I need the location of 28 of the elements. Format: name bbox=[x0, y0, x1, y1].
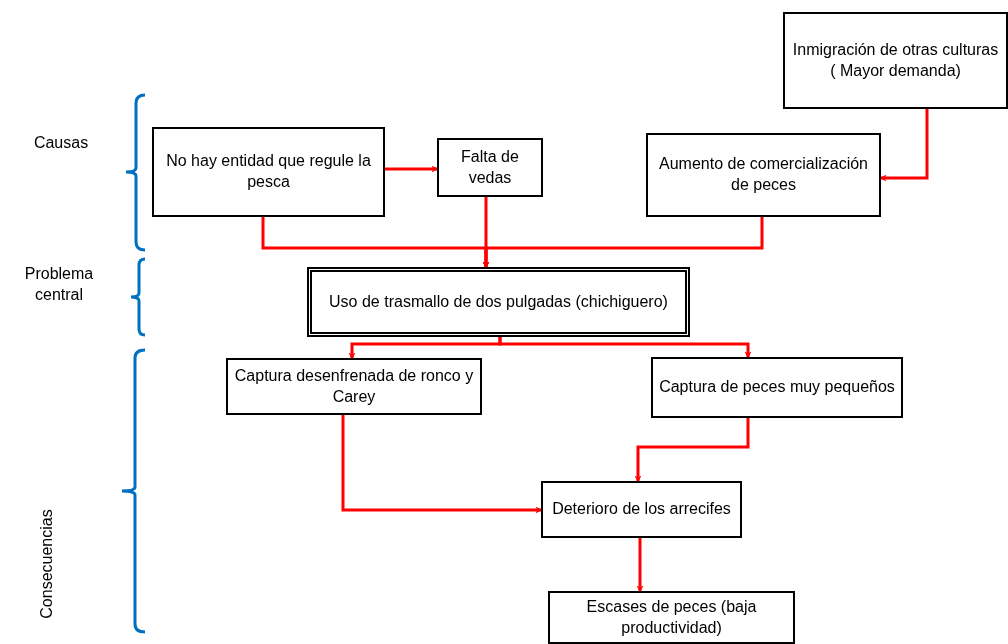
box-text: Deterioro de los arrecifes bbox=[552, 499, 731, 520]
section-label: Consecuencias bbox=[37, 509, 56, 619]
process-box bbox=[152, 127, 385, 217]
section-label: Causas bbox=[32, 133, 90, 153]
arrow bbox=[341, 415, 542, 514]
arrow bbox=[880, 109, 929, 182]
process-box bbox=[541, 481, 742, 538]
arrow bbox=[634, 418, 750, 482]
box-text: No hay entidad que regule la pesca bbox=[165, 151, 372, 192]
arrow bbox=[636, 538, 644, 592]
section-label: Problema central bbox=[23, 264, 95, 305]
process-box bbox=[548, 591, 795, 644]
arrow bbox=[498, 337, 752, 358]
box-text: Uso de trasmallo de dos pulgadas (chichiguero) bbox=[329, 291, 668, 312]
process-box bbox=[226, 358, 482, 415]
process-box bbox=[307, 267, 690, 337]
process-box bbox=[437, 138, 543, 197]
box-text: Falta de vedas bbox=[460, 146, 520, 188]
box-text: Inmigración de otras culturas ( Mayor demanda) bbox=[791, 39, 1000, 81]
arrow bbox=[482, 217, 764, 268]
process-box bbox=[651, 357, 903, 418]
box-text: Aumento de comercialización de peces bbox=[658, 154, 869, 195]
box-text: Escases de peces (baja productividad) bbox=[585, 596, 758, 638]
process-box bbox=[646, 133, 881, 217]
box-text: Captura desenfrenada de ronco y Carey bbox=[234, 365, 474, 407]
process-box bbox=[783, 12, 1008, 109]
box-text: Captura de peces muy pequeños bbox=[659, 377, 895, 398]
arrow bbox=[385, 165, 438, 173]
